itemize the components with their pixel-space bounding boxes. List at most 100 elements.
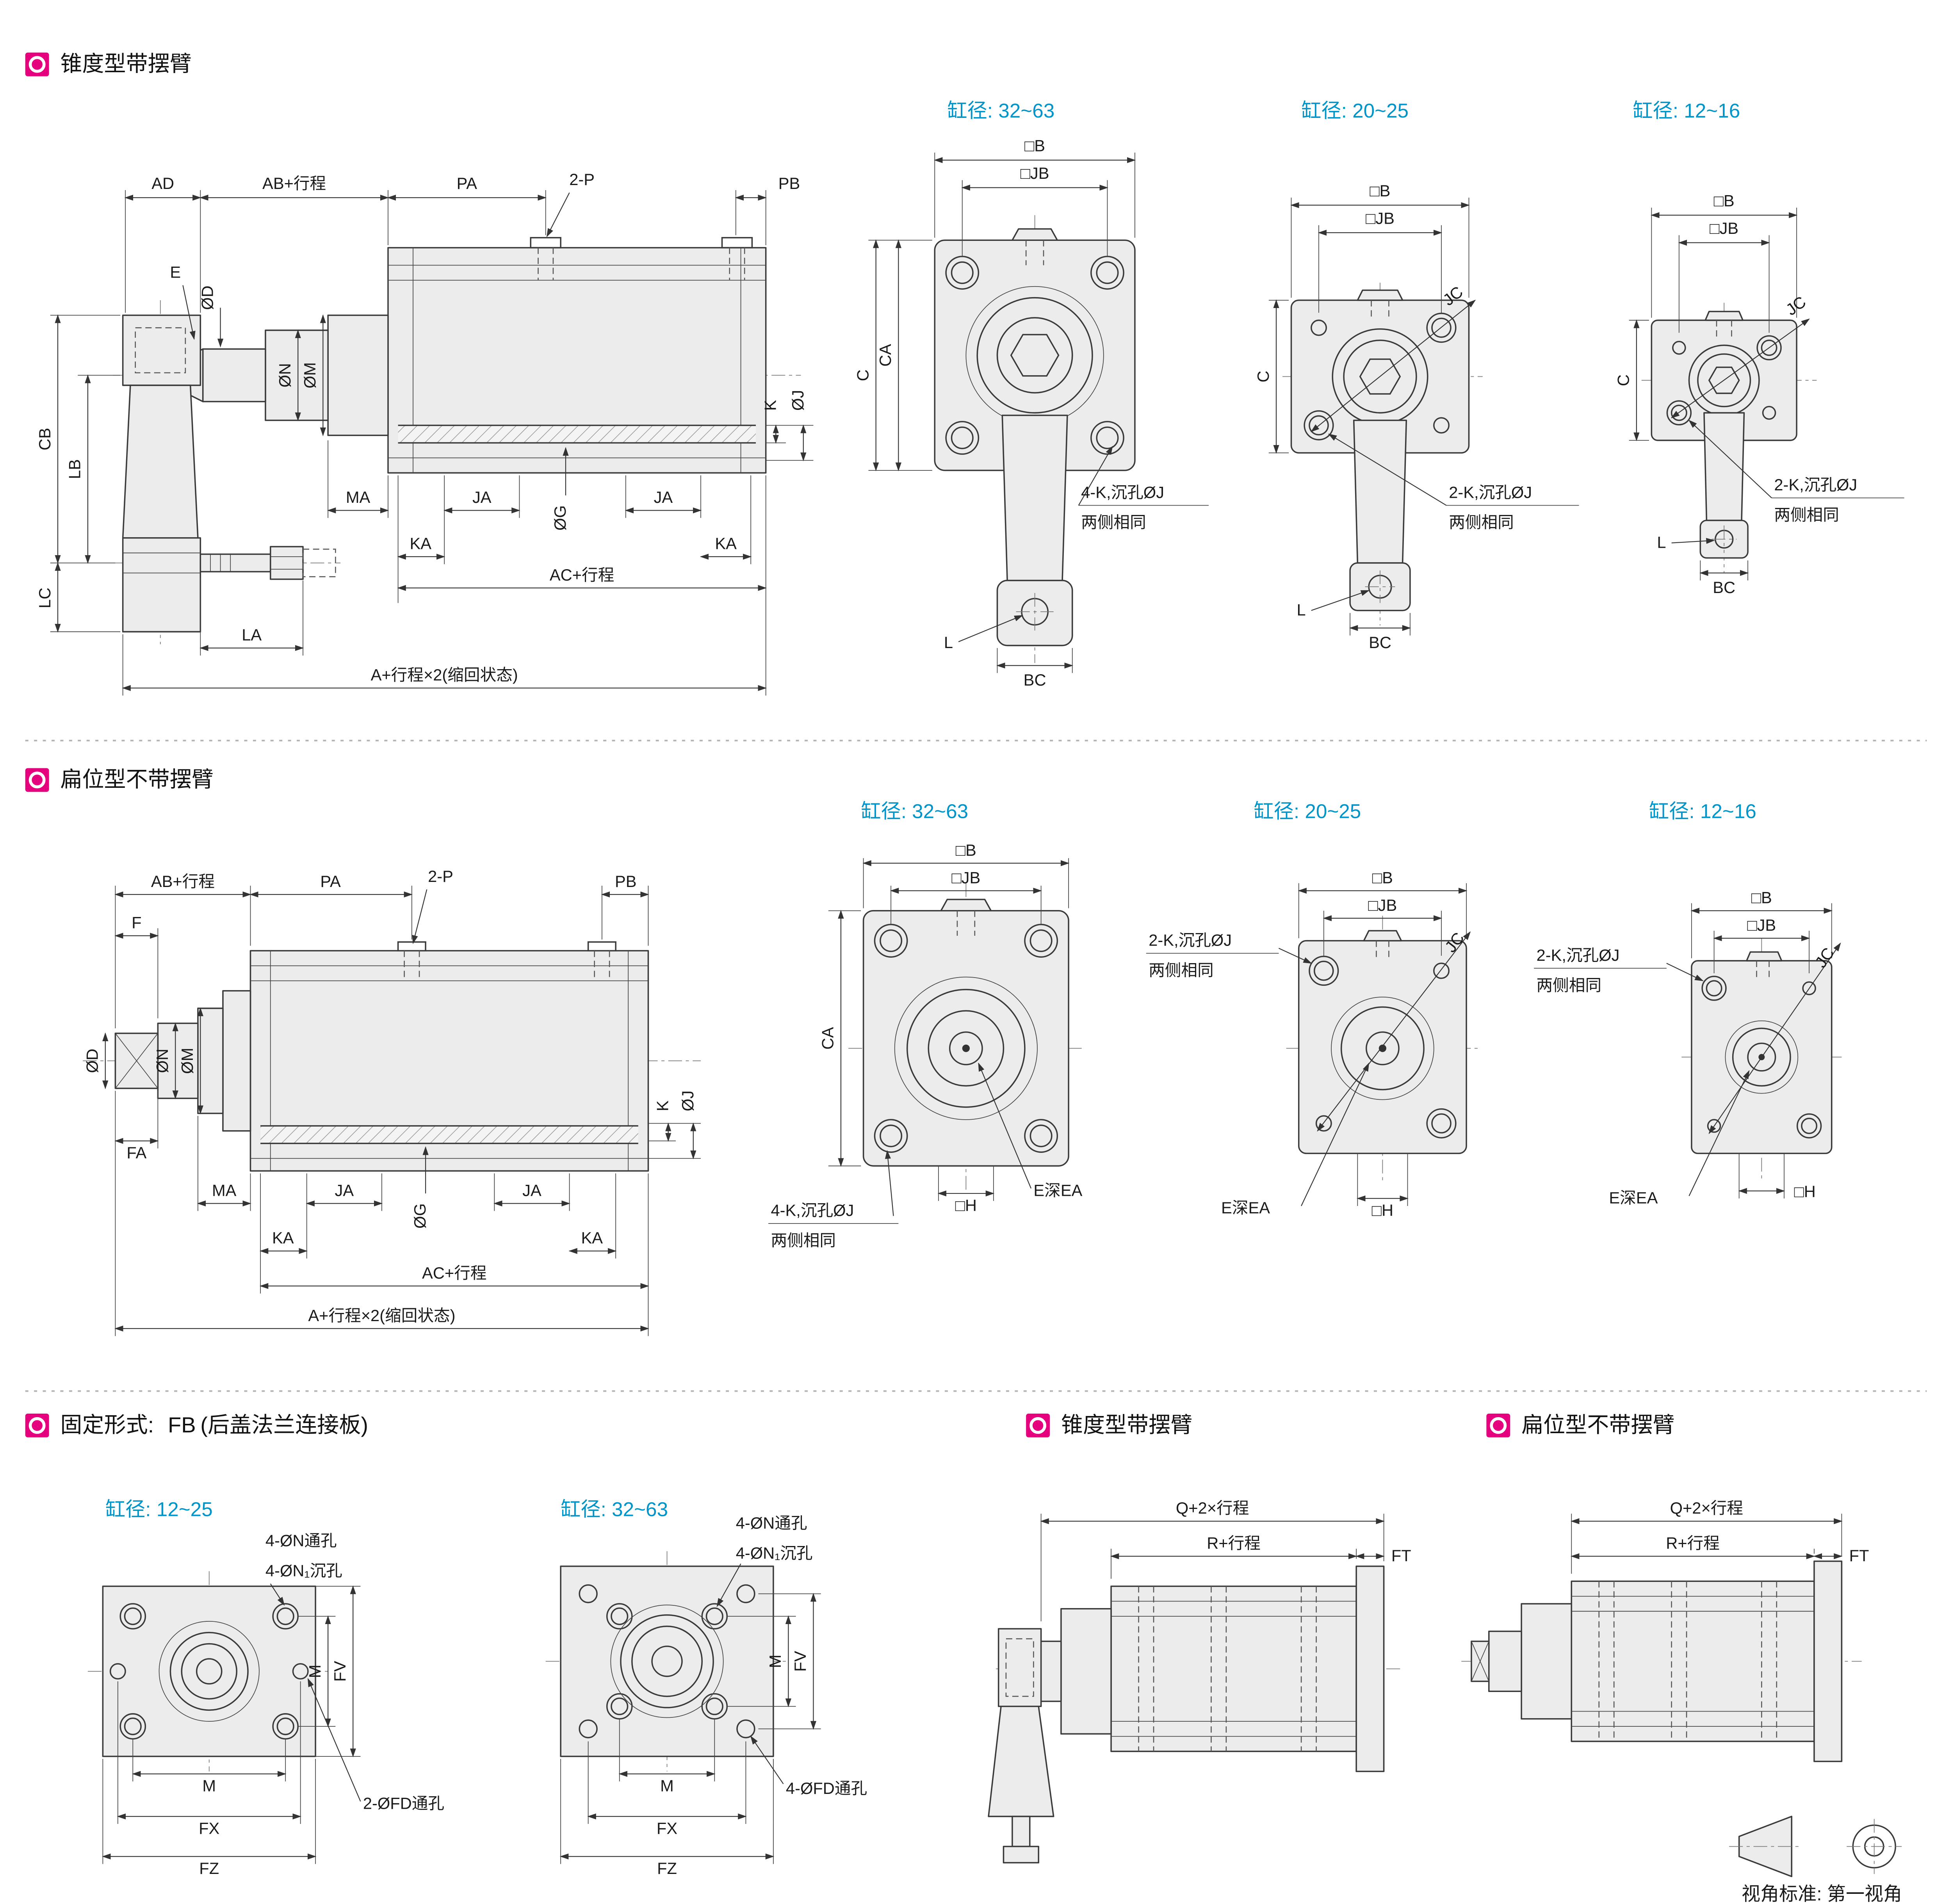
dim-q: Q+2×行程 [1670,1499,1743,1517]
dim-ka1: KA [272,1229,294,1247]
dim-jb: □JB [1368,896,1397,914]
dim-b: □B [1714,192,1735,210]
callout-k-line2: 两侧相同 [1537,976,1602,994]
front-view-flat-32-63: □B □JB CA 4-K,沉孔ØJ 两侧相同 □H E深EA [768,841,1084,1250]
front-view-flat-20-25: □B □JB JC 2-K,沉孔ØJ 两侧相同 E深EA □H [1146,868,1479,1220]
dim-od: ØD [83,1049,102,1073]
dim-ft: FT [1391,1546,1411,1565]
callout-k-line1: 2-K,沉孔ØJ [1537,946,1620,964]
dim-2p: 2-P [569,170,595,189]
section-title: 锥度型带摆臂 [60,52,191,76]
bore-label-32-63: 缸径: 32~63 [561,1498,668,1521]
section-mounting-fb: 固定形式: FB (后盖法兰连接板) 锥度型带摆臂 扁位型不带摆臂 缸径: 12… [25,1412,1902,1904]
dim-pb: PB [615,872,637,891]
dim-ma: MA [346,488,370,506]
callout-n1-counterbore: 4-ØN₁沉孔 [265,1561,342,1580]
dim-ka2: KA [581,1229,603,1247]
dim-a: A+行程×2(缩回状态) [371,666,518,684]
flange-view-12-25: 4-ØN通孔 4-ØN₁沉孔 M FV M 2-ØFD通孔 FX FZ [87,1532,444,1877]
dim-jb: □JB [1021,164,1049,182]
dim-pa: PA [457,174,477,192]
dim-ja2: JA [654,488,673,506]
dim-ac: AC+行程 [422,1264,486,1282]
dim-k: K [761,400,779,411]
section-icon [1486,1413,1510,1437]
dim-b: □B [1372,868,1393,887]
callout-e-depth: E深EA [1609,1189,1658,1207]
dim-jb: □JB [1710,219,1738,237]
mini-side-view-taper: Q+2×行程 R+行程 FT [988,1499,1411,1864]
dim-fz: FZ [657,1859,677,1877]
dim-ka1: KA [410,534,431,553]
dim-om: ØM [178,1048,196,1074]
view-standard-note: 视角标准: 第一视角 [1742,1883,1902,1904]
callout-fd-through: 4-ØFD通孔 [786,1779,867,1797]
dim-ja1: JA [335,1181,354,1199]
bore-label-12-16: 缸径: 12~16 [1649,800,1756,823]
dim-a: A+行程×2(缩回状态) [308,1306,455,1325]
dim-lb: LB [66,459,84,479]
section-icon [25,52,49,77]
dim-on: ØN [276,363,294,387]
dim-b: □B [1751,889,1772,907]
dim-lc: LC [36,588,54,608]
dim-f: F [132,914,141,932]
dim-ma: MA [212,1181,237,1199]
dim-b: □B [956,841,976,859]
first-angle-symbol: 视角标准: 第一视角 [1729,1815,1902,1904]
dim-ab: AB+行程 [262,174,326,192]
dim-jb: □JB [1747,916,1776,934]
mini-taper-title: 锥度型带摆臂 [1061,1412,1192,1437]
dim-fz: FZ [199,1859,219,1877]
dim-cb: CB [36,428,54,451]
callout-k-line2: 两侧相同 [1081,513,1146,531]
dim-on: ØN [153,1049,171,1073]
dim-h: □H [955,1196,977,1215]
dim-2p: 2-P [428,867,453,885]
side-view-taper-arm: AD AB+行程 PA 2-P PB E ØD ØN ØM CB LB LC M… [36,170,814,696]
section-taper-arm: 锥度型带摆臂 缸径: 32~63 缸径: 20~25 缸径: 12~16 [25,52,1904,696]
dim-bc: BC [1713,578,1735,597]
dim-b: □B [1024,137,1045,155]
dim-fx: FX [199,1819,219,1838]
callout-fd-through: 2-ØFD通孔 [363,1794,444,1812]
dim-jc: JC [1783,292,1810,319]
dim-m-horizontal: M [660,1777,674,1795]
mount-title-suffix: (后盖法兰连接板) [200,1412,368,1437]
dim-od: ØD [198,285,216,310]
callout-k-line2: 两侧相同 [1449,513,1514,531]
dim-ca: CA [876,344,894,367]
callout-e-depth: E深EA [1033,1181,1082,1199]
dim-ac: AC+行程 [550,566,614,584]
dim-og: ØG [551,505,569,531]
dim-ft: FT [1849,1546,1869,1565]
first-angle-circles [1847,1819,1902,1874]
dim-ka2: KA [715,534,737,553]
front-view-taper-32-63: □B □JB CA C 4-K,沉孔ØJ 两侧相同 L BC [853,137,1209,689]
section-icon [25,1413,49,1437]
dim-b: □B [1370,182,1391,200]
bore-label-12-16: 缸径: 12~16 [1633,100,1740,122]
section-title: 扁位型不带摆臂 [60,767,213,792]
callout-k-line2: 两侧相同 [771,1231,836,1250]
dim-c: C [853,369,872,381]
front-view-flat-12-16: □B □JB JC 2-K,沉孔ØJ 两侧相同 E深EA □H [1534,889,1842,1207]
dim-om: ØM [301,362,319,388]
callout-k-line2: 两侧相同 [1149,961,1214,979]
front-view-taper-20-25: □B □JB JC C 2-K,沉孔ØJ 两侧相同 L BC [1254,182,1579,652]
dim-fv: FV [331,1661,349,1681]
dim-pb: PB [778,174,800,192]
dim-m-vertical: M [766,1655,784,1668]
dim-ja1: JA [472,488,492,506]
dim-h: □H [1794,1183,1816,1201]
dim-r: R+行程 [1666,1534,1720,1552]
dim-bc: BC [1024,671,1046,689]
mini-side-view-flat: Q+2×行程 R+行程 FT [1461,1499,1869,1762]
front-view-taper-12-16: □B □JB JC C 2-K,沉孔ØJ 两侧相同 L BC [1614,192,1904,597]
dim-ja2: JA [522,1181,541,1199]
callout-k-line1: 2-K,沉孔ØJ [1149,931,1232,949]
bore-label-32-63: 缸径: 32~63 [947,100,1054,122]
callout-e-depth: E深EA [1221,1199,1270,1217]
